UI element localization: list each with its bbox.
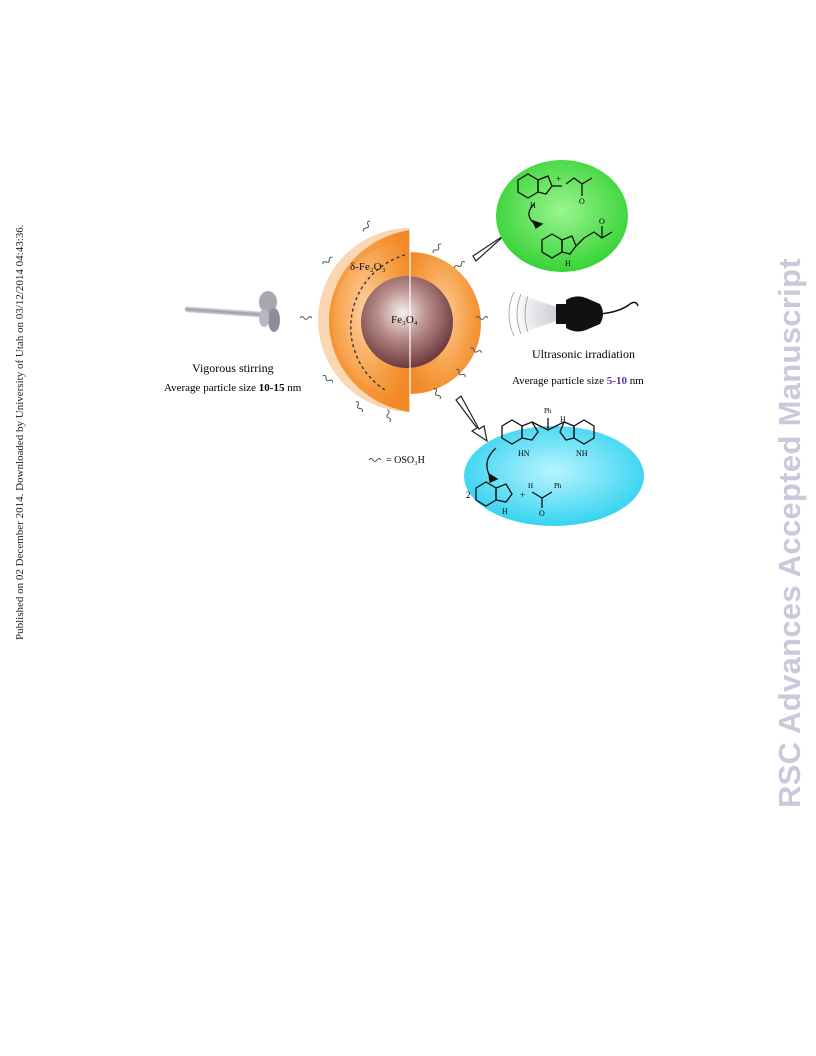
ultrasonic-size-label: Average particle size 5-10 nm	[512, 375, 644, 387]
svg-text:+: +	[520, 490, 525, 500]
arrow-down-right	[455, 395, 488, 443]
svg-text:H: H	[530, 201, 536, 210]
legend-text: = OSO₃H	[386, 455, 425, 466]
ultrasonic-probe-illustration	[508, 291, 639, 337]
oso3h-groups	[299, 220, 489, 423]
svg-text:O: O	[599, 217, 605, 226]
shell-label: δ-Fe₂O₃	[350, 261, 386, 273]
svg-text:Ph: Ph	[554, 482, 562, 490]
svg-text:H: H	[502, 507, 508, 516]
ultrasonic-method-label: Ultrasonic irradiation	[532, 347, 635, 361]
oso3h-legend: = OSO₃H	[368, 455, 425, 466]
stirring-method-label: Vigorous stirring	[192, 361, 274, 375]
svg-text:2: 2	[466, 490, 471, 500]
svg-text:O: O	[579, 197, 585, 206]
svg-text:HN: HN	[518, 449, 530, 458]
fe3o4-core	[361, 276, 453, 368]
stirring-size-label: Average particle size 10-15 nm	[164, 382, 302, 394]
nanoparticle-illustration: δ-Fe₂O₃ Fe₃O₄	[299, 220, 489, 423]
svg-text:H: H	[560, 415, 566, 424]
cyan-reaction-bubble: Ph H HN NH 2 + H Ph O H	[464, 407, 644, 526]
svg-text:NH: NH	[576, 449, 588, 458]
svg-text:+: +	[556, 174, 561, 184]
svg-text:H: H	[528, 482, 533, 490]
core-label: Fe₃O₄	[391, 314, 418, 326]
svg-text:H: H	[565, 259, 571, 268]
svg-text:O: O	[539, 509, 545, 518]
svg-text:Ph: Ph	[544, 407, 552, 415]
green-reaction-bubble: H + O H O	[496, 160, 628, 272]
stirrer-illustration	[184, 291, 280, 332]
